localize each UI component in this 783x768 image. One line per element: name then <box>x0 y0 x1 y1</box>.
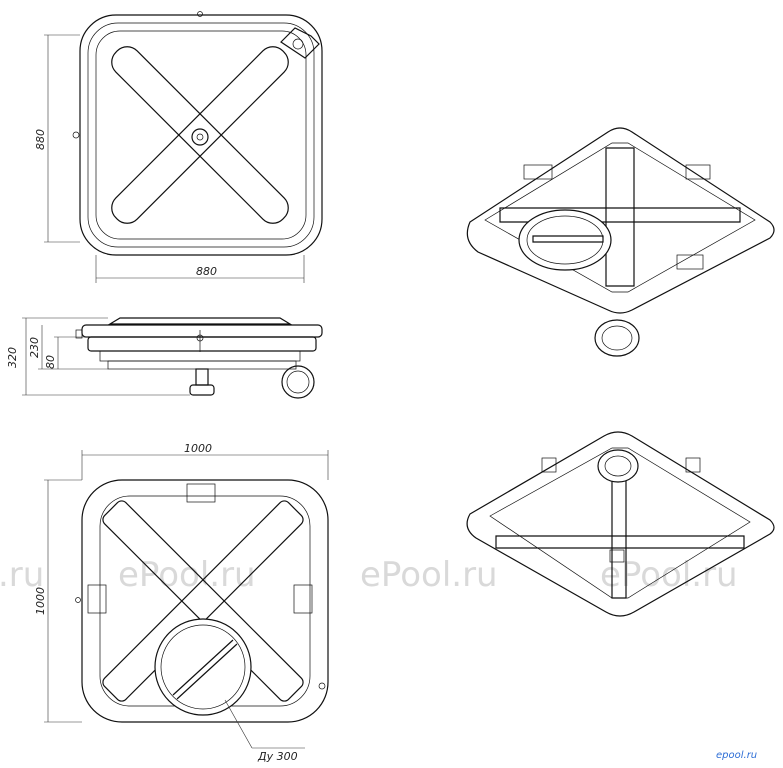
iso-top-outlet <box>518 209 612 271</box>
top-view-cross-ribs <box>111 46 289 224</box>
bottom-view-tab-top <box>186 483 216 503</box>
watermark-text-left: .ru <box>0 555 44 595</box>
iso-top-rib-horizontal <box>499 207 741 223</box>
iso-bottom-outline <box>466 431 775 617</box>
watermark: .ru ePool.ru ePool.ru ePool.ru <box>0 555 738 595</box>
bottom-view-tab-right <box>293 584 313 614</box>
site-logo: epool.ru <box>716 750 757 761</box>
top-view-corner-latch <box>280 27 320 59</box>
iso-bottom-rib-horizontal <box>495 535 745 549</box>
dim-side-230: 230 <box>28 337 41 358</box>
bottom-view: 1000 1000 Ду 300 <box>34 442 329 763</box>
bottom-view-cross-ribs <box>102 500 304 702</box>
iso-view-bottom <box>466 431 775 617</box>
side-view-base <box>99 350 301 362</box>
top-view-cover-edge <box>95 30 307 240</box>
dim-bottom-width: 1000 <box>184 442 212 455</box>
top-view-outer-rim <box>79 14 323 256</box>
side-view-top <box>107 317 293 325</box>
iso-top-outline <box>466 127 775 314</box>
top-view-inner-rim <box>87 22 315 248</box>
bottom-view-tab-left <box>87 584 107 614</box>
top-view-center-hub <box>191 128 209 146</box>
top-view-side-pin <box>72 131 80 139</box>
bottom-view-outer <box>81 479 329 723</box>
watermark-text-3: ePool.ru <box>600 555 738 595</box>
side-view-outlet <box>195 368 209 386</box>
side-view-body <box>87 336 317 352</box>
iso-view-top <box>466 127 775 357</box>
dim-bottom-height: 1000 <box>34 587 47 615</box>
iso-top-rib-vertical <box>605 147 635 287</box>
side-view-flange <box>81 324 323 338</box>
watermark-text-2: ePool.ru <box>360 555 498 595</box>
top-view: 880 880 <box>34 11 323 283</box>
outlet-label: Ду 300 <box>257 750 298 763</box>
watermark-text-1: ePool.ru <box>118 555 256 595</box>
bottom-view-outlet-bar <box>172 639 238 700</box>
side-view-cable-coil <box>281 365 315 399</box>
dim-side-320: 320 <box>6 347 19 368</box>
dim-top-height: 880 <box>34 129 47 150</box>
iso-top-cable-coil <box>594 319 640 357</box>
side-view: 320 230 80 <box>6 317 323 399</box>
iso-bottom-valve <box>609 549 625 563</box>
dim-top-width: 880 <box>196 265 217 278</box>
iso-bottom-cable-coil <box>597 449 639 483</box>
dim-side-80: 80 <box>44 355 57 369</box>
iso-top-outlet-bar <box>532 235 604 243</box>
